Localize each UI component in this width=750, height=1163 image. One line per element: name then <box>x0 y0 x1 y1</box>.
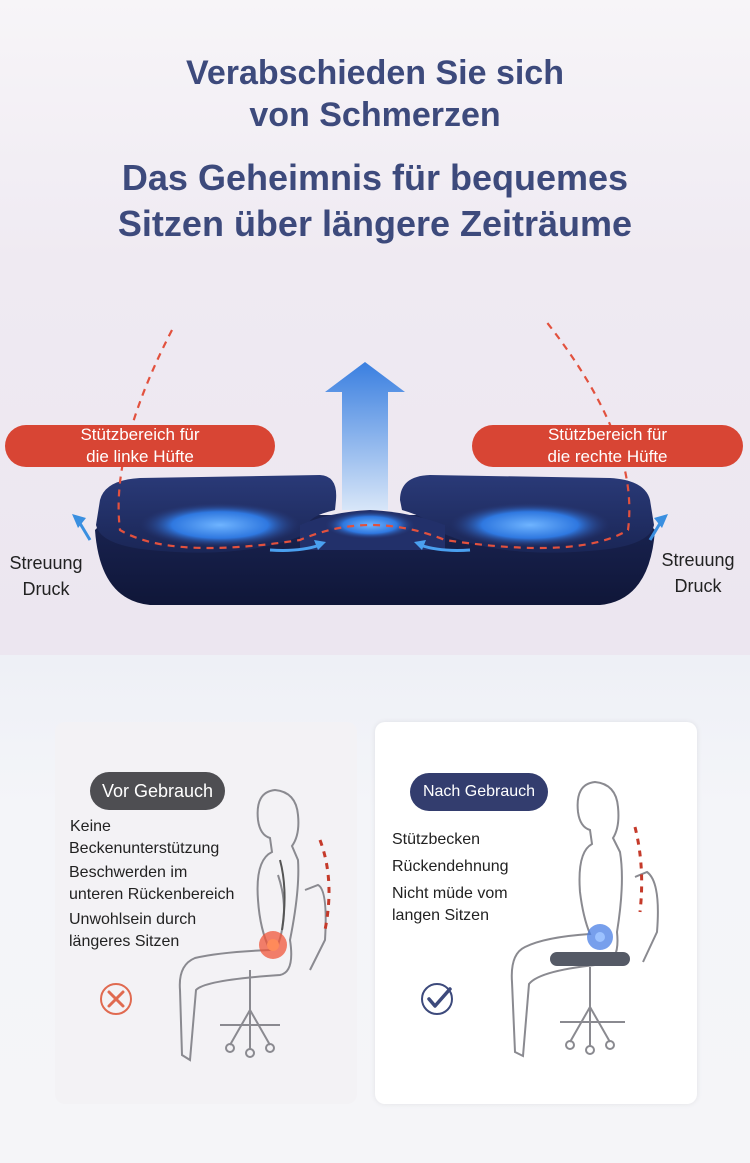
left-pressure-line-1: Streuung <box>9 553 83 573</box>
up-arrow-icon <box>325 362 405 510</box>
right-pressure-line-2: Druck <box>674 576 722 596</box>
cushion-illustration <box>72 319 668 605</box>
right-pressure-glow <box>450 503 610 547</box>
right-hip-label-line-2: die rechte Hüfte <box>547 447 668 466</box>
headline-line-1: Verabschieden Sie sich <box>186 54 564 92</box>
before-point-3a: Unwohlsein durch <box>69 911 197 928</box>
before-point-1a: Keine <box>70 818 111 835</box>
left-pressure-label: Streuung Druck <box>2 550 90 602</box>
before-tag: Vor Gebrauch <box>90 772 225 810</box>
right-hip-label-line-1: Stützbereich für <box>547 425 668 444</box>
right-pressure-line-1: Streuung <box>661 550 735 570</box>
after-point-2: Rückendehnung <box>392 858 509 875</box>
left-pressure-glow <box>140 503 300 547</box>
before-point-2a: Beschwerden im <box>69 864 188 881</box>
check-icon <box>421 983 453 1015</box>
after-point-1: Stützbecken <box>392 831 481 848</box>
seated-person-after-illustration <box>510 780 659 1058</box>
headline-secondary: Das Geheimnis für bequemes Sitzen über l… <box>0 155 750 247</box>
right-hip-support-label: Stützbereich für die rechte Hüfte <box>472 425 743 467</box>
headline-line-2: von Schmerzen <box>249 96 501 134</box>
center-pressure-glow <box>325 511 415 539</box>
before-point-3b: längeres Sitzen <box>69 933 180 950</box>
cross-icon <box>100 983 132 1015</box>
left-hip-label-line-1: Stützbereich für <box>80 425 200 444</box>
after-point-3b: langen Sitzen <box>392 907 489 924</box>
seated-person-before-illustration <box>178 788 331 1062</box>
before-point-1b: Beckenunterstützung <box>69 840 220 857</box>
after-tag: Nach Gebrauch <box>410 773 548 811</box>
left-hip-support-label: Stützbereich für die linke Hüfte <box>5 425 275 467</box>
left-hip-label-line-2: die linke Hüfte <box>86 447 194 466</box>
before-point-2b: unteren Rückenbereich <box>69 886 235 903</box>
left-pressure-line-2: Druck <box>22 579 70 599</box>
pressure-contour-line <box>117 319 631 550</box>
headline-line-3: Das Geheimnis für bequemes <box>121 157 629 198</box>
headline-primary: Verabschieden Sie sich von Schmerzen <box>0 52 750 136</box>
seat-cushion-icon <box>550 952 630 966</box>
headline-line-4: Sitzen über längere Zeiträume <box>117 203 633 244</box>
right-pressure-label: Streuung Druck <box>652 547 744 599</box>
after-point-3a: Nicht müde vom <box>392 885 508 902</box>
